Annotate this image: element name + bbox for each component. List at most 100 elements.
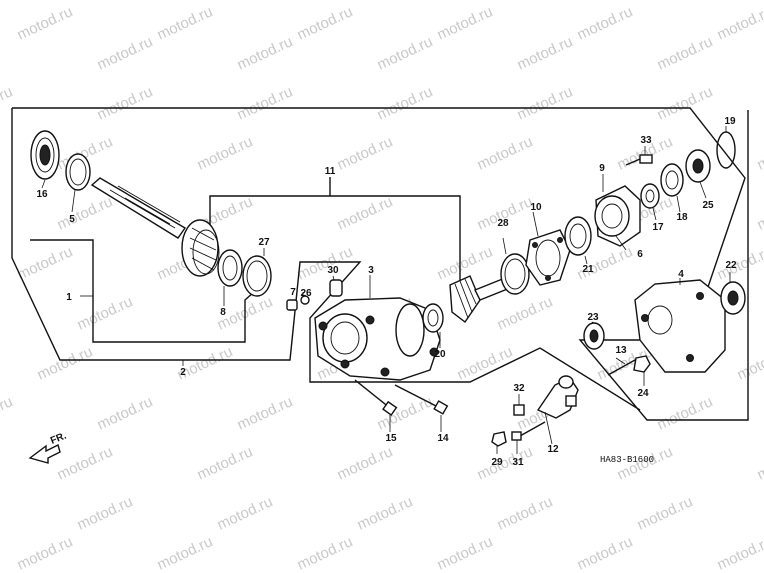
watermark-text: motod.ru: [495, 493, 556, 533]
callout-31: 31: [512, 457, 524, 468]
callout-7: 7: [290, 287, 296, 298]
watermark-text: motod.ru: [755, 133, 764, 173]
watermark-text: motod.ru: [75, 493, 136, 533]
watermark-text: motod.ru: [755, 193, 764, 233]
fitting-part-26: [300, 295, 310, 305]
bolt-part-33: [625, 154, 653, 166]
callout-25: 25: [702, 200, 714, 211]
pinion-gear-part: [449, 275, 511, 324]
direction-label: FR.: [49, 430, 68, 446]
nut-part-24: [633, 355, 651, 373]
watermark-text: motod.ru: [435, 3, 496, 43]
watermark-text: motod.ru: [195, 133, 256, 173]
watermark-text: motod.ru: [475, 443, 536, 483]
callout-30: 30: [327, 265, 339, 276]
watermark-text: motod.ru: [655, 83, 716, 123]
watermark-text: motod.ru: [735, 343, 764, 383]
watermark-text: motod.ru: [715, 243, 764, 283]
callout-11: 11: [325, 166, 336, 177]
gear-case-part: [314, 297, 441, 381]
circlip-part: [716, 131, 736, 169]
watermark-text: motod.ru: [635, 493, 696, 533]
callout-24: 24: [637, 388, 649, 399]
callout-29: 29: [491, 457, 503, 468]
watermark-text: motod.ru: [0, 393, 15, 433]
watermark-text: motod.ru: [335, 193, 396, 233]
watermark-text: motod.ru: [495, 293, 556, 333]
watermark-text: motod.ru: [235, 33, 296, 73]
watermark-text: motod.ru: [55, 443, 116, 483]
watermark-text: motod.ru: [335, 443, 396, 483]
bolt-part-31: [511, 421, 546, 441]
callout-33: 33: [640, 135, 652, 146]
callout-14: 14: [437, 433, 449, 444]
callout-15: 15: [385, 433, 397, 444]
callout-5: 5: [69, 214, 75, 225]
bearing-part-18: [660, 163, 684, 197]
callout-4: 4: [678, 269, 684, 280]
watermark-text: motod.ru: [195, 443, 256, 483]
watermark-text: motod.ru: [515, 33, 576, 73]
watermark-text: motod.ru: [235, 393, 296, 433]
nut-part-29: [491, 431, 507, 447]
callout-1: 1: [66, 292, 72, 303]
watermark-text: motod.ru: [75, 293, 136, 333]
diagram-code: HA83-B1600: [600, 455, 654, 465]
watermark-text: motod.ru: [475, 133, 536, 173]
watermark-text: motod.ru: [35, 343, 96, 383]
callout-21: 21: [582, 264, 594, 275]
front-direction-arrow: [28, 443, 61, 464]
watermark-text: motod.ru: [715, 3, 764, 43]
watermark-text: motod.ru: [155, 533, 216, 573]
callout-10: 10: [530, 202, 542, 213]
bearing-part-21: [564, 216, 592, 256]
callout-27: 27: [258, 237, 270, 248]
callout-18: 18: [676, 212, 688, 223]
bolt-part-15: [354, 379, 398, 416]
watermark-text: motod.ru: [95, 393, 156, 433]
shaft-part: [90, 177, 220, 277]
callout-19: 19: [724, 116, 736, 127]
watermark-text: motod.ru: [235, 83, 296, 123]
watermark-text: motod.ru: [375, 33, 436, 73]
watermark-text: motod.ru: [15, 3, 76, 43]
watermark-text: motod.ru: [295, 533, 356, 573]
cover-plate-part: [525, 229, 571, 286]
joint-fitting-part: [536, 375, 579, 419]
callout-6: 6: [637, 249, 643, 260]
bearing-housing-part: [594, 185, 641, 247]
callout-16: 16: [36, 189, 48, 200]
bolt-part-14: [394, 384, 449, 415]
callout-20: 20: [434, 349, 446, 360]
final-gear-cover-part: [634, 279, 726, 373]
callout-8: 8: [220, 307, 226, 318]
shim-washer-part: [217, 249, 243, 287]
assembly-frame-outline: [12, 107, 749, 421]
watermark-text: motod.ru: [95, 33, 156, 73]
callout-17: 17: [652, 222, 664, 233]
watermark-text: motod.ru: [95, 83, 156, 123]
callout-12: 12: [547, 444, 559, 455]
watermark-text: motod.ru: [15, 243, 76, 283]
subassembly-bracket-11: [209, 195, 461, 290]
callout-leaders: [41, 126, 731, 454]
callout-32: 32: [513, 383, 525, 394]
callout-9: 9: [599, 163, 605, 174]
callout-22: 22: [725, 260, 737, 271]
watermark-text: motod.ru: [375, 83, 436, 123]
callout-23: 23: [587, 312, 599, 323]
watermark-text: motod.ru: [215, 493, 276, 533]
watermark-text: motod.ru: [575, 533, 636, 573]
bearing-part-20: [422, 303, 444, 333]
callout-13: 13: [615, 345, 627, 356]
lock-nut-part: [640, 183, 660, 209]
watermark-text: motod.ru: [455, 343, 516, 383]
callout-28: 28: [497, 218, 509, 229]
watermark-text: motod.ru: [715, 533, 764, 573]
watermark-text: motod.ru: [335, 133, 396, 173]
callout-3: 3: [368, 265, 374, 276]
callout-2: 2: [180, 367, 186, 378]
stud-bolt-part: [607, 359, 636, 376]
